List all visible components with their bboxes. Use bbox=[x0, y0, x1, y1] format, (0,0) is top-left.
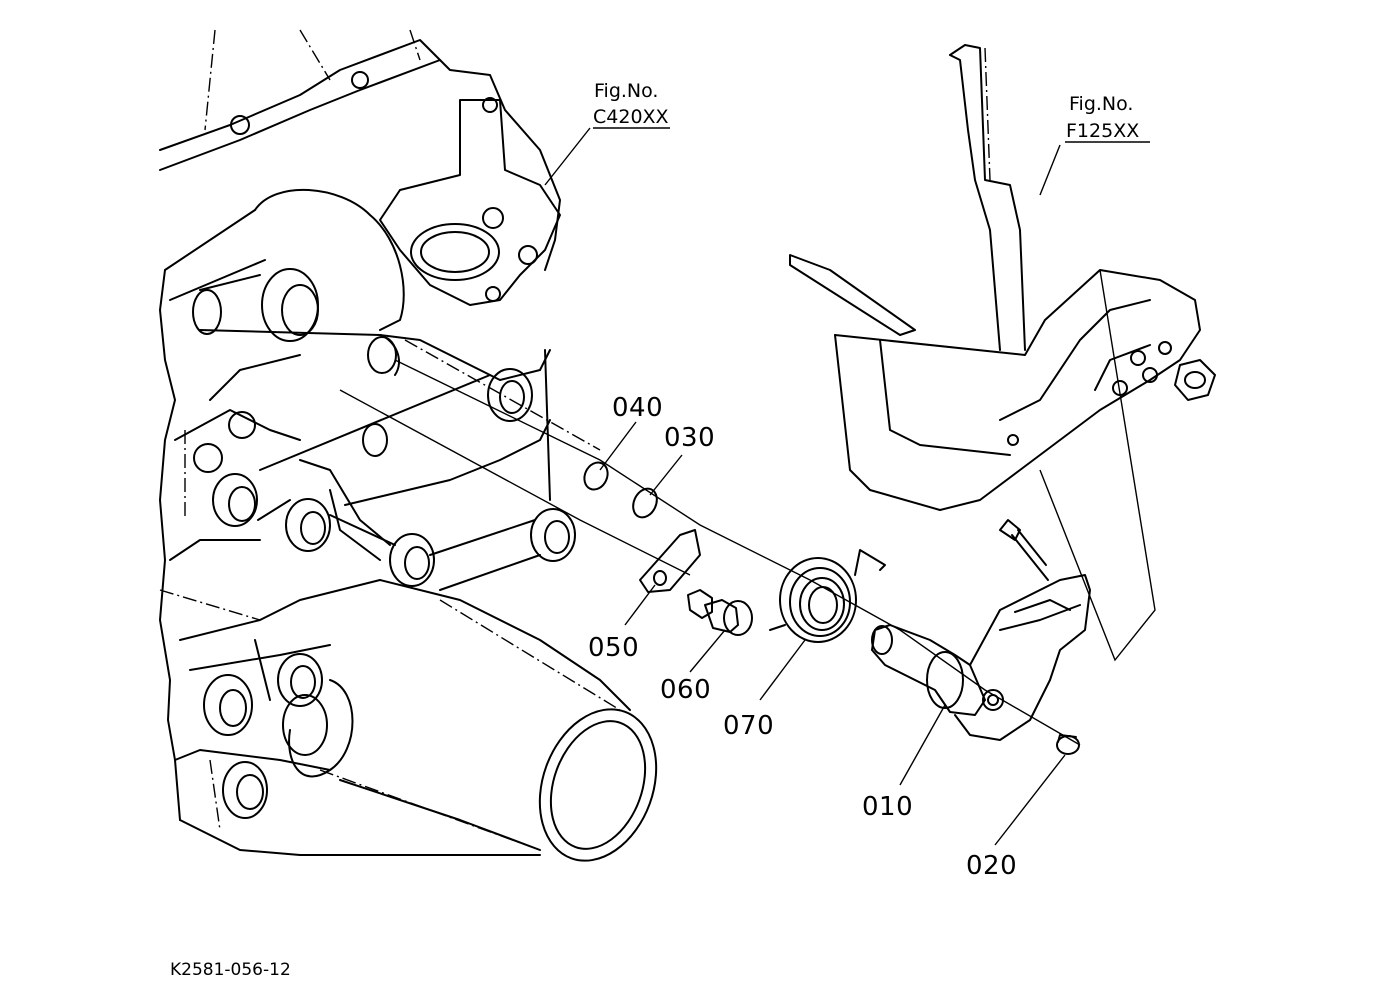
part-060-pin bbox=[687, 589, 753, 636]
part-number-050: 050 bbox=[588, 633, 639, 663]
part-030-oring bbox=[632, 487, 658, 519]
fig-ref-1-number: C420XX bbox=[593, 106, 669, 128]
pedal-assembly-drawing bbox=[789, 44, 1216, 662]
part-number-040: 040 bbox=[612, 393, 663, 423]
bracket-bolt bbox=[999, 519, 1049, 581]
transmission-housing-drawing bbox=[159, 29, 658, 862]
part-number-020: 020 bbox=[966, 851, 1017, 881]
part-number-070: 070 bbox=[723, 711, 774, 741]
part-number-060: 060 bbox=[660, 675, 711, 705]
part-070-spring bbox=[769, 549, 886, 643]
part-020-plug bbox=[1056, 734, 1080, 755]
fig-ref-2-number: F125XX bbox=[1066, 120, 1139, 142]
part-number-030: 030 bbox=[664, 423, 715, 453]
fig-ref-1-label: Fig.No. bbox=[594, 80, 658, 102]
assembly-centerlines bbox=[339, 339, 1081, 746]
fig-ref-2-label: Fig.No. bbox=[1069, 93, 1133, 115]
diagram-code: K2581-056-12 bbox=[170, 960, 291, 980]
part-number-010: 010 bbox=[862, 792, 913, 822]
leader-lines bbox=[544, 127, 1150, 846]
part-010-shaft-arm bbox=[871, 574, 1091, 741]
part-050-plate bbox=[639, 529, 701, 593]
part-040-oring bbox=[583, 461, 609, 491]
